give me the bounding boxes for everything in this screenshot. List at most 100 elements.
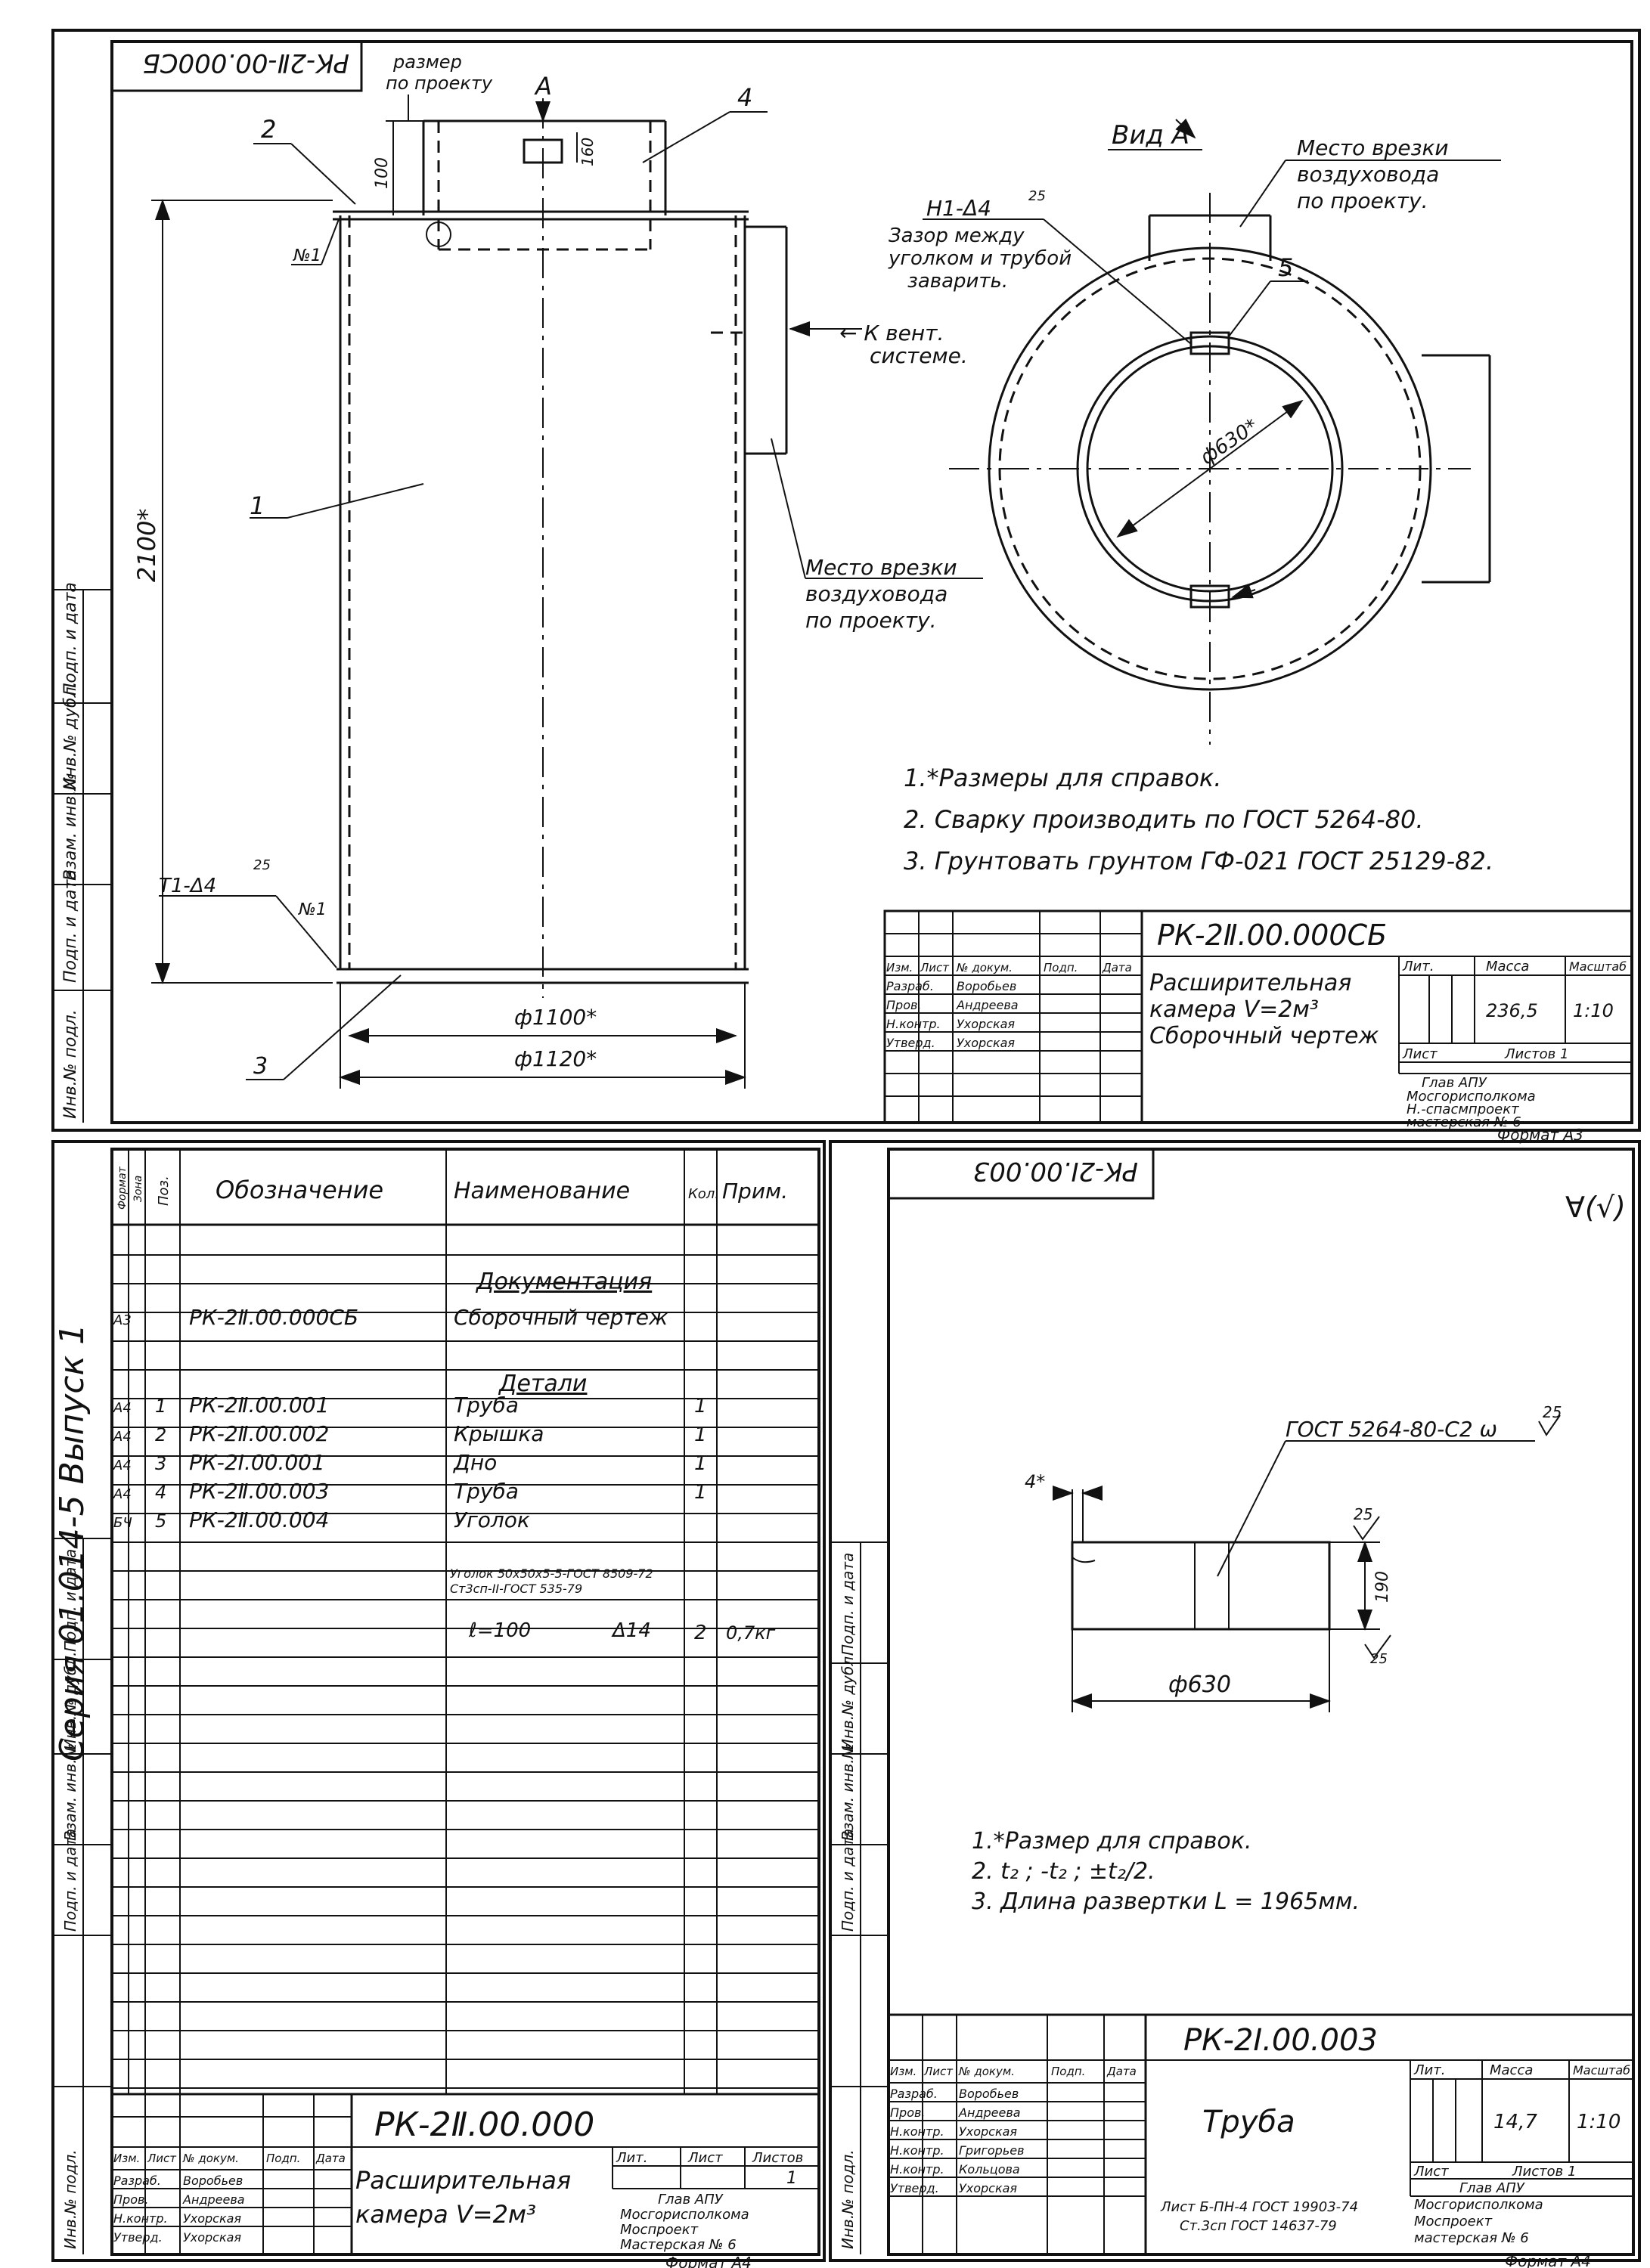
section-parts: Детали (498, 1371, 587, 1397)
tb1-hdr-3: Подп. (1044, 961, 1078, 974)
place-left-1: Место врезки (805, 555, 957, 580)
tb3-people-2: Ухорская (959, 2124, 1017, 2139)
tb2-person-2: Ухорская (183, 2211, 241, 2226)
tb2-role-1: Пров. (113, 2192, 149, 2207)
tb1-person-0: Воробьев (957, 979, 1016, 993)
spec-cell-qty: 1 (694, 1452, 707, 1475)
spec-hdr-note: Прим. (722, 1179, 788, 1204)
weld-t1: Т1-Δ4 (159, 875, 216, 897)
weld-n1-bottom: №1 (298, 900, 327, 919)
tb1-hdr-1: Лист (920, 961, 950, 974)
place-left-2: воздуховода (805, 581, 948, 606)
s3-side-4: Подп. и дата (839, 1829, 857, 1932)
tb3-roles-0: Разраб. (890, 2087, 938, 2101)
tb3-hdr-2: № докум. (958, 2065, 1015, 2078)
s2-side-4: Подп. и дата (61, 1829, 79, 1932)
angle-length: ℓ=100 (468, 1619, 531, 1642)
gap-2: уголком и трубой (888, 247, 1072, 270)
spec-hdr-name: Наименование (454, 1178, 630, 1204)
spec-cell-name: Сборочный чертеж (454, 1305, 668, 1330)
tb2-org-1: Глав АПУ (658, 2192, 724, 2208)
tb1-sheet: Лист (1402, 1046, 1438, 1062)
tb3-sheet: Лист (1413, 2164, 1449, 2180)
spec-hdr-qty: Кол. (688, 1186, 719, 1202)
s3-side-2: Инв.№ дубл. (839, 1652, 857, 1750)
stamp-top-sheet3: РК-2Ⅰ.00.003 ∀(√) (887, 1148, 1626, 1224)
spec-cell-fmt: А4 (113, 1486, 132, 1502)
tb1-name-3: Сборочный чертеж (1149, 1023, 1379, 1049)
tb2-org-4: Мастерская № 6 (620, 2237, 737, 2253)
spec-cell-pos: 1 (155, 1396, 166, 1417)
spec-cell-qty: 1 (694, 1395, 707, 1418)
spec-cell-fmt: БЧ (113, 1515, 132, 1531)
view-a: Вид А ф630* Место врезки воздуховода по … (888, 118, 1501, 745)
tb3-org-4: мастерская № 6 (1414, 2230, 1529, 2246)
spec-hdr-fmt: Формат (116, 1166, 129, 1210)
spec-cell-name: Дно (452, 1450, 497, 1475)
dia-630: ф630* (1196, 414, 1262, 469)
side-label-1: Подп. и дата (61, 582, 80, 696)
s2-side-3: Взам. инв.№ (61, 1743, 79, 1841)
angle-qty: 2 (694, 1622, 707, 1644)
corner-mark: ∀(√) (1565, 1191, 1626, 1224)
view-a-marker: A (534, 72, 552, 101)
tb2-lists-n: 1 (786, 2169, 797, 2188)
to-vent: ← К вент. (839, 321, 944, 345)
s3-note-2: 2. t₂ ; -t₂ ; ±t₂/2. (972, 1858, 1155, 1885)
spec-cell-code: РК-2Ⅱ.00.004 (189, 1507, 329, 1532)
dim-630: ф630 (1168, 1672, 1231, 1698)
weld-gost-r: 25 (1543, 1403, 1562, 1421)
section-docs: Документация (475, 1269, 652, 1295)
tb1-role-0: Разраб. (886, 979, 934, 993)
stamp-top-sheet1: РК-2Ⅱ-00.000СБ размер по проекту (110, 40, 493, 94)
angle-n: Δ14 (611, 1619, 651, 1642)
gap-1: Зазор между (889, 225, 1025, 247)
notes-sheet1: 1.*Размеры для справок. 2. Сварку произв… (904, 764, 1493, 875)
tb1-scale: 1:10 (1573, 1000, 1614, 1021)
tb2-name-1: Расширительная (355, 2166, 571, 2195)
spec-cell-pos: 4 (155, 1482, 166, 1503)
tb2-hdr-0: Изм. (113, 2152, 140, 2165)
place-2: воздуховода (1297, 162, 1439, 187)
s3-note-1: 1.*Размер для справок. (972, 1828, 1251, 1854)
spec-hdr-pos: Поз. (156, 1176, 172, 1206)
dim-100: 100 (373, 157, 392, 189)
place-1: Место врезки (1297, 135, 1449, 160)
weld-n1-top: №1 (293, 246, 321, 265)
tb2-role-2: Н.контр. (113, 2211, 168, 2226)
s3-side-5: Инв.№ подл. (839, 2149, 857, 2249)
spec-cell-code: РК-2Ⅰ.00.001 (189, 1450, 325, 1475)
spec-cell-fmt: А4 (113, 1429, 132, 1445)
tb1-person-1: Андреева (956, 998, 1019, 1012)
weld-t1-r: 25 (253, 857, 271, 873)
tb2-hdr-2: № докум. (182, 2152, 239, 2165)
tb3-org-2: Мосгорисполкома (1414, 2197, 1543, 2213)
tb1-org-2: Мосгорисполкома (1407, 1089, 1536, 1105)
s2-side-1: Подп. и дата (61, 1549, 79, 1652)
tb3-hdr-1: Лист (923, 2065, 954, 2078)
s3-side-1: Подп. и дата (839, 1553, 857, 1656)
spec-cell-qty: 1 (694, 1424, 707, 1446)
tb1-mass-hdr: Масса (1486, 959, 1529, 974)
tb1-hdr-0: Изм. (886, 961, 913, 974)
side-strip-sheet1: Подп. и дата Инв.№ дубл. Взам. инв.№ Под… (53, 582, 112, 1123)
pipe-detail: 4* 190 25 25 ф630 ГОСТ 5264-80-С2 ω 25 (1025, 1403, 1562, 1712)
spec-cell-pos: 2 (155, 1424, 166, 1445)
tb1-hdr-4: Дата (1102, 961, 1132, 974)
tb1-org-4: мастерская № 6 (1407, 1114, 1521, 1130)
tb1-hdr-2: № докум. (956, 961, 1013, 974)
size-note-2: по проекту (386, 73, 493, 94)
tb3-scale-hdr: Масштаб (1573, 2063, 1630, 2077)
tb2-role-0: Разраб. (113, 2174, 161, 2188)
dim-1100: ф1100* (514, 1005, 597, 1030)
note-2: 2. Сварку производить по ГОСТ 5264-80. (904, 805, 1424, 834)
tb3-people-1: Андреева (958, 2105, 1021, 2120)
side-label-4: Подп. и дата (61, 869, 80, 983)
spec-cell-pos: 3 (155, 1453, 166, 1474)
spec-hdr-zone: Зона (132, 1176, 144, 1202)
tb3-org-3: Моспроект (1414, 2214, 1493, 2229)
size-note-1: размер (392, 51, 462, 73)
tb2-lists: Листов (752, 2150, 803, 2166)
angle-line-2: Ст3сп-II-ГОСТ 535-79 (450, 1582, 582, 1596)
